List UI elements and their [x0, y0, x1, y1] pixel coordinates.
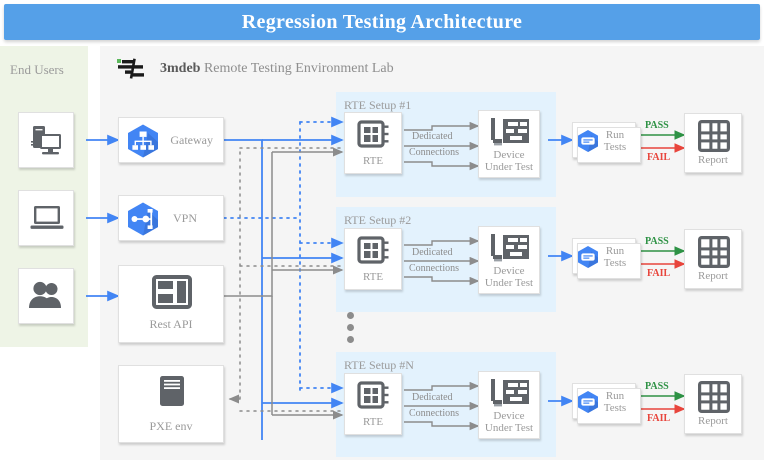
run-tests-card-2[interactable]: Run Tests — [572, 238, 641, 279]
run-label-1b: Tests — [603, 141, 627, 153]
report-label-1: Report — [698, 154, 728, 166]
fail-label-1: FAIL — [647, 152, 671, 163]
report-grid-icon — [698, 236, 730, 268]
3mdeb-logo-icon — [117, 58, 144, 79]
rte-zone-3-label: RTE Setup #N — [344, 358, 414, 372]
report-label-3: Report — [698, 415, 728, 427]
dut-card-1[interactable]: Device Under Test — [478, 110, 540, 178]
service-card-restapi[interactable]: Rest API — [118, 265, 224, 343]
network-hierarchy-icon — [128, 124, 158, 158]
connection-label-2a: Dedicated — [412, 247, 453, 258]
dut-label-3b: Under Test — [484, 422, 534, 434]
pcb-card-icon — [491, 234, 529, 262]
vertical-ellipsis — [347, 312, 355, 348]
fail-label-3: FAIL — [647, 413, 671, 424]
pcb-card-icon — [491, 118, 529, 146]
dut-label-2a: Device — [493, 265, 525, 277]
report-card-3[interactable]: Report — [684, 374, 742, 434]
rte-card-3[interactable]: RTE — [344, 373, 402, 435]
service-label-pxe: PXE env — [149, 419, 193, 433]
enduser-card-laptop[interactable] — [18, 190, 74, 246]
run-label-2a: Run — [605, 245, 625, 257]
run-label-3a: Run — [605, 390, 625, 402]
run-label-3b: Tests — [603, 402, 627, 414]
connection-label-1a: Dedicated — [412, 131, 453, 142]
laptop-icon — [30, 206, 64, 229]
rte-card-1[interactable]: RTE — [344, 112, 402, 174]
service-card-vpn[interactable]: VPN — [118, 195, 224, 241]
dut-label-2b: Under Test — [484, 277, 534, 289]
rte-label-3: RTE — [362, 416, 384, 428]
dut-card-2[interactable]: Device Under Test — [478, 226, 540, 294]
pass-label-3: PASS — [645, 381, 669, 392]
report-card-1[interactable]: Report — [684, 113, 742, 173]
service-label-restapi: Rest API — [149, 317, 193, 331]
rte-zone-2-label: RTE Setup #2 — [344, 213, 412, 227]
run-tests-icon — [578, 391, 598, 413]
connection-label-3a: Dedicated — [412, 392, 453, 403]
connection-label-1b: Connections — [409, 147, 459, 158]
lab-brand: 3mdeb — [160, 61, 201, 76]
connection-label-3b: Connections — [409, 408, 459, 419]
rte-card-2[interactable]: RTE — [344, 228, 402, 290]
run-label-2b: Tests — [603, 257, 627, 269]
rte-zone-1-label: RTE Setup #1 — [344, 98, 412, 112]
report-grid-icon — [698, 120, 730, 152]
pcb-card-icon — [491, 379, 529, 407]
end-users-label: End Users — [10, 62, 64, 77]
service-card-pxe[interactable]: PXE env — [118, 365, 224, 443]
service-card-gateway[interactable]: Gateway — [118, 117, 224, 163]
rte-label-1: RTE — [362, 155, 384, 167]
run-tests-icon — [578, 246, 598, 268]
run-tests-card-3[interactable]: Run Tests — [572, 383, 641, 424]
connection-label-2b: Connections — [409, 263, 459, 274]
dut-label-1a: Device — [493, 149, 525, 161]
service-label-gateway: Gateway — [170, 133, 213, 147]
page-header: Regression Testing Architecture — [4, 4, 760, 40]
chip-icon — [357, 120, 389, 148]
chip-icon — [357, 236, 389, 264]
lab-title: 3mdeb Remote Testing Environment Lab — [160, 61, 394, 77]
dut-label-1b: Under Test — [484, 161, 534, 173]
run-label-1a: Run — [605, 129, 625, 141]
report-grid-icon — [698, 381, 730, 413]
enduser-card-desktop[interactable] — [18, 112, 74, 168]
chip-icon — [357, 381, 389, 409]
enduser-card-group[interactable] — [18, 268, 74, 324]
report-card-2[interactable]: Report — [684, 229, 742, 289]
rte-label-2: RTE — [362, 271, 384, 283]
pass-label-2: PASS — [645, 236, 669, 247]
report-label-2: Report — [698, 270, 728, 282]
service-label-vpn: VPN — [172, 211, 197, 225]
vpn-nodes-icon — [128, 202, 158, 236]
dut-card-3[interactable]: Device Under Test — [478, 371, 540, 439]
page-title: Regression Testing Architecture — [241, 10, 523, 33]
people-group-icon — [29, 281, 61, 308]
server-rack-icon — [160, 376, 184, 406]
fail-label-2: FAIL — [647, 268, 671, 279]
desktop-computer-icon — [31, 126, 61, 155]
api-layout-icon — [152, 275, 192, 309]
pass-label-1: PASS — [645, 120, 669, 131]
run-tests-card-1[interactable]: Run Tests — [572, 122, 641, 163]
dut-label-3a: Device — [493, 410, 525, 422]
run-tests-icon — [578, 130, 598, 152]
lab-title-rest: Remote Testing Environment Lab — [200, 61, 394, 76]
